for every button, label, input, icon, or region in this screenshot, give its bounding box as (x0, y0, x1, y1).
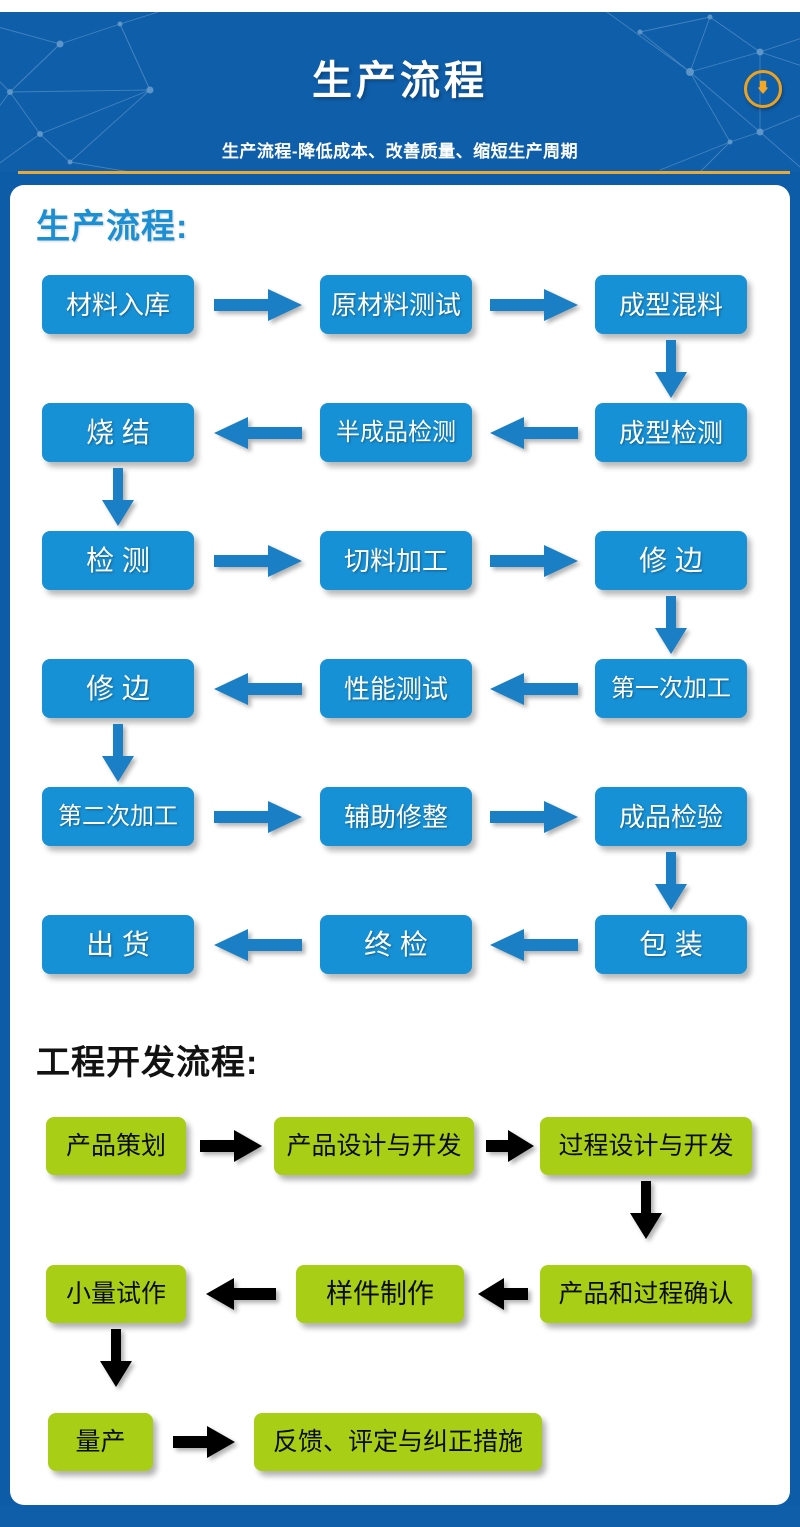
arrow-down-production-r1-to-r2 (655, 340, 687, 398)
node-production-r6-c2[interactable]: 终 检 (320, 915, 472, 974)
arrow-right-engineering-r1-a (200, 1130, 262, 1162)
production-section-title: 生产流程: (36, 208, 189, 246)
node-production-r1-c1[interactable]: 材料入库 (42, 275, 194, 334)
node-engineering-r2-c1[interactable]: 小量试作 (46, 1265, 186, 1323)
page-title: 生产流程 (312, 59, 488, 103)
arrow-right-production-r3-b (490, 545, 578, 577)
node-production-r3-c3[interactable]: 修 边 (595, 531, 747, 590)
node-engineering-r2-c2[interactable]: 样件制作 (296, 1265, 464, 1323)
arrow-right-production-r3-a (214, 545, 302, 577)
arrow-down-production-r4-to-r5 (102, 724, 134, 782)
arrow-right-production-r5-b (490, 801, 578, 833)
arrow-down-production-r3-to-r4 (655, 596, 687, 654)
node-production-r5-c1[interactable]: 第二次加工 (42, 787, 194, 846)
download-arrow-icon[interactable] (744, 70, 782, 108)
node-production-r4-c1[interactable]: 修 边 (42, 659, 194, 718)
bottom-blue-band (0, 1505, 800, 1527)
page-subtitle: 生产流程-降低成本、改善质量、缩短生产周期 (221, 142, 579, 161)
arrow-down-engineering-r2-to-r3 (100, 1329, 132, 1387)
node-production-r5-c2[interactable]: 辅助修整 (320, 787, 472, 846)
node-production-r5-c3[interactable]: 成品检验 (595, 787, 747, 846)
arrow-down-production-r5-to-r6 (655, 852, 687, 910)
header-divider-rule (18, 171, 790, 174)
arrow-right-engineering-r3-a (173, 1426, 235, 1458)
arrow-right-production-r1-b (490, 289, 578, 321)
arrow-left-engineering-r2-b (478, 1278, 528, 1310)
arrow-left-production-r6-a (214, 929, 302, 961)
top-white-strip (0, 0, 800, 12)
arrow-down-production-r2-to-r3 (102, 468, 134, 526)
arrow-right-production-r1-a (214, 289, 302, 321)
node-engineering-r1-c1[interactable]: 产品策划 (46, 1117, 186, 1175)
arrow-left-engineering-r2-a (206, 1278, 276, 1310)
node-production-r2-c3[interactable]: 成型检测 (595, 403, 747, 462)
node-engineering-r3-c2[interactable]: 反馈、评定与纠正措施 (254, 1413, 542, 1471)
arrow-right-production-r5-a (214, 801, 302, 833)
arrow-left-production-r6-b (490, 929, 578, 961)
arrow-left-production-r2-a (214, 417, 302, 449)
node-engineering-r2-c3[interactable]: 产品和过程确认 (540, 1265, 752, 1323)
node-production-r4-c2[interactable]: 性能测试 (320, 659, 472, 718)
node-engineering-r1-c3[interactable]: 过程设计与开发 (540, 1117, 752, 1175)
node-production-r1-c2[interactable]: 原材料测试 (320, 275, 472, 334)
node-production-r3-c1[interactable]: 检 测 (42, 531, 194, 590)
node-production-r4-c3[interactable]: 第一次加工 (595, 659, 747, 718)
node-production-r6-c3[interactable]: 包 装 (595, 915, 747, 974)
network-pattern-decoration (0, 12, 800, 172)
node-engineering-r1-c2[interactable]: 产品设计与开发 (274, 1117, 474, 1175)
node-production-r2-c2[interactable]: 半成品检测 (320, 403, 472, 462)
arrow-left-production-r4-b (490, 673, 578, 705)
engineering-section-title: 工程开发流程: (36, 1044, 259, 1082)
node-production-r2-c1[interactable]: 烧 结 (42, 403, 194, 462)
node-production-r3-c2[interactable]: 切料加工 (320, 531, 472, 590)
node-production-r1-c3[interactable]: 成型混料 (595, 275, 747, 334)
arrow-down-engineering-r1-to-r2 (630, 1181, 662, 1239)
node-production-r6-c1[interactable]: 出 货 (42, 915, 194, 974)
page-header: 生产流程 生产流程-降低成本、改善质量、缩短生产周期 (0, 12, 800, 172)
arrow-left-production-r4-a (214, 673, 302, 705)
arrow-left-production-r2-b (490, 417, 578, 449)
arrow-right-engineering-r1-b (486, 1130, 534, 1162)
node-engineering-r3-c1[interactable]: 量产 (48, 1413, 153, 1471)
content-card: 生产流程: 材料入库 原材料测试 成型混料 烧 结 半成品检测 成型检测 (10, 185, 790, 1505)
